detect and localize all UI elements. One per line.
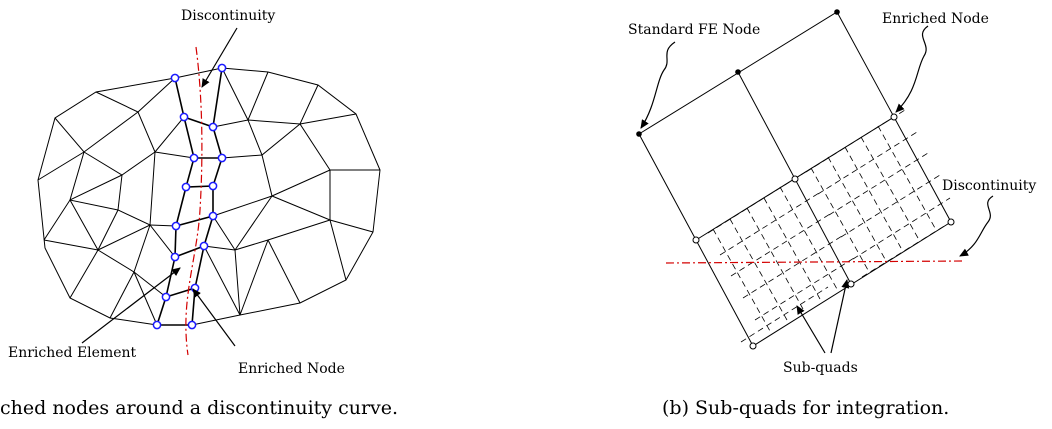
enriched-element-label: Enriched Element xyxy=(8,345,137,361)
mesh-lines-right-region xyxy=(203,67,380,316)
sub-quads-label: Sub-quads xyxy=(783,360,858,376)
caption-left: ched nodes around a discontinuity curve. xyxy=(0,397,398,419)
enriched-node-label-left: Enriched Node xyxy=(238,361,345,377)
mesh-diagram-left: Discontinuity Enriched Element Enriched … xyxy=(0,8,398,419)
mesh-boundary xyxy=(37,67,381,326)
enriched-elements xyxy=(155,67,224,326)
standard-fe-nodes xyxy=(636,9,840,137)
discontinuity-label-left: Discontinuity xyxy=(181,8,275,24)
caption-right: (b) Sub-quads for integration. xyxy=(662,397,949,419)
sub-quads-grid-left xyxy=(707,170,855,343)
enriched-element-pointer xyxy=(81,267,181,344)
enriched-node-pointer-left xyxy=(192,288,236,347)
discontinuity-curve-left xyxy=(185,46,203,356)
sub-quads-pointer-b xyxy=(830,279,850,354)
standard-fe-node-pointer xyxy=(640,41,676,129)
enriched-node-pointer-right xyxy=(895,25,929,113)
enriched-node-label-right: Enriched Node xyxy=(882,11,989,27)
sub-quads-grid-right xyxy=(805,109,951,278)
enriched-nodes-right xyxy=(692,113,955,350)
enriched-nodes-left xyxy=(152,63,227,330)
subquad-diagram-right: Standard FE Node Enriched Node Discontin… xyxy=(628,9,1036,419)
discontinuity-label-right: Discontinuity xyxy=(942,178,1036,194)
discontinuity-line-right xyxy=(665,260,965,264)
sub-quads-pointer-a xyxy=(796,305,826,354)
standard-fe-node-label: Standard FE Node xyxy=(628,22,760,38)
mesh-lines-left-region xyxy=(37,77,195,326)
discontinuity-pointer-right xyxy=(959,195,994,257)
discontinuity-pointer-left xyxy=(201,27,238,88)
